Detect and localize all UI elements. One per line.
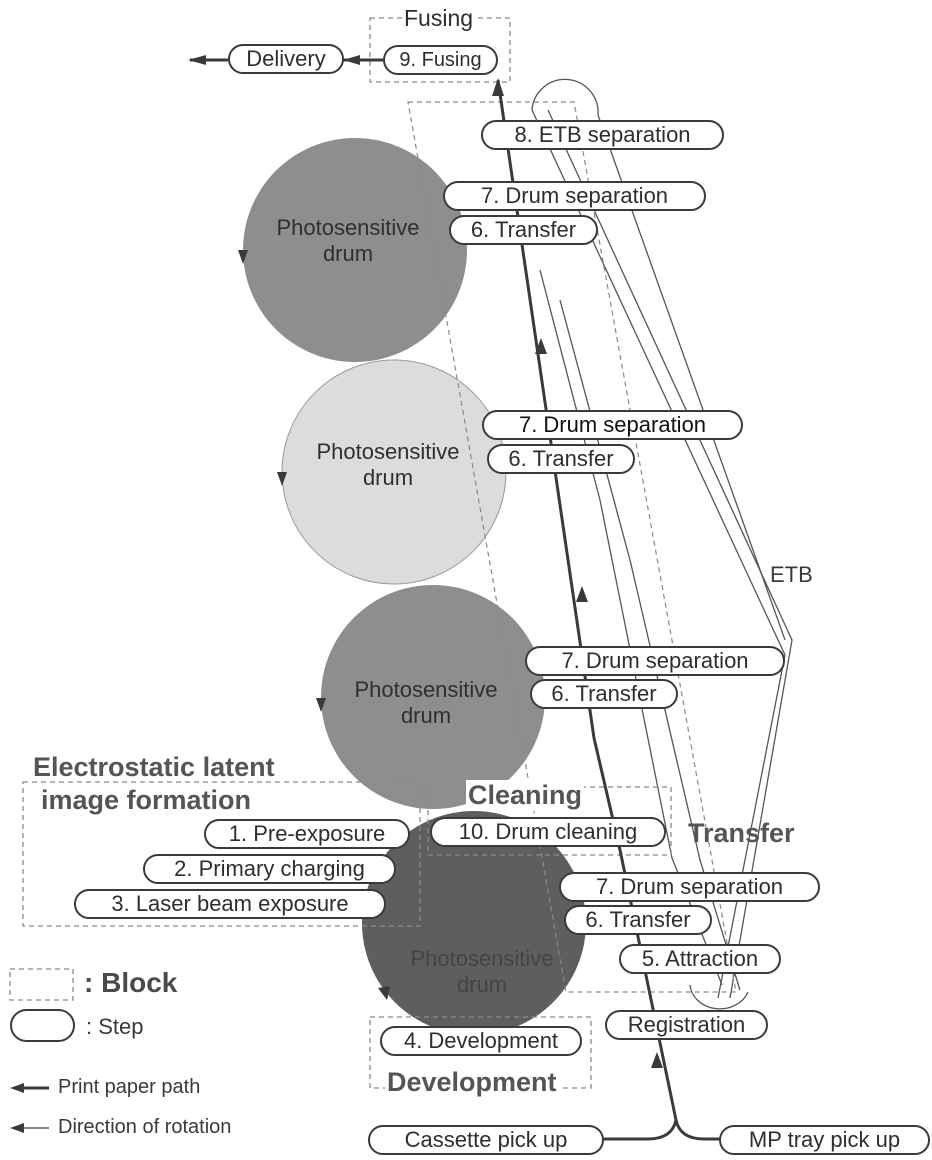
step-pre-exposure: 1. Pre-exposure — [204, 819, 410, 849]
drum-3-circle — [321, 585, 545, 809]
fusing-block-label: Fusing — [402, 5, 476, 32]
step-registration: Registration — [605, 1010, 768, 1040]
development-block-border — [369, 1016, 592, 1089]
legend-step-swatch — [10, 1009, 75, 1042]
drum-4-label: Photosensitive drum — [384, 946, 580, 998]
transfer-block-label: Transfer — [688, 818, 795, 848]
step-delivery: Delivery — [228, 44, 344, 74]
step-transfer-3: 6. Transfer — [530, 679, 678, 709]
legend-step-text: : Step — [86, 1014, 144, 1039]
step-fusing: 9. Fusing — [383, 45, 498, 75]
legend-block-swatch — [9, 968, 74, 1001]
drum-1-label-line2: drum — [322, 241, 374, 266]
cleaning-block-label: Cleaning — [466, 780, 585, 811]
legend-rotation-arrow — [10, 1123, 49, 1133]
drum-4-label-line1: Photosensitive — [410, 946, 554, 971]
rotation-arrows — [238, 250, 390, 1000]
step-drum-cleaning: 10. Drum cleaning — [430, 817, 666, 847]
step-development: 4. Development — [380, 1026, 582, 1056]
legend-rotation-text: Direction of rotation — [58, 1116, 232, 1138]
step-transfer-2: 6. Transfer — [487, 444, 635, 474]
electrostatic-block-label-2: image formation — [41, 785, 252, 815]
step-primary-charging: 2. Primary charging — [143, 854, 396, 884]
electrostatic-block-border — [22, 781, 421, 927]
drum-3-label-line1: Photosensitive — [354, 677, 498, 702]
step-transfer-1: 6. Transfer — [449, 215, 598, 245]
drum-2-label-line1: Photosensitive — [316, 439, 460, 464]
step-etb-separation: 8. ETB separation — [481, 120, 724, 150]
step-drum-separation-4: 7. Drum separation — [559, 872, 820, 902]
step-drum-separation-3: 7. Drum separation — [525, 646, 785, 676]
development-block-label: Development — [385, 1067, 559, 1098]
etb-label: ETB — [770, 562, 813, 587]
drum-2-label-line2: drum — [362, 465, 414, 490]
drum-3-label: Photosensitive drum — [328, 677, 524, 729]
step-attraction: 5. Attraction — [619, 944, 781, 974]
electrostatic-block-label-1: Electrostatic latent — [33, 752, 275, 782]
paper-path-arrows — [188, 55, 663, 1068]
step-transfer-4: 6. Transfer — [564, 905, 712, 935]
drum-4-label-line2: drum — [456, 972, 508, 997]
drum-1-label-line1: Photosensitive — [276, 215, 420, 240]
fusing-block-border — [369, 17, 511, 83]
legend-paper-arrow — [10, 1083, 49, 1093]
step-cassette-pick-up: Cassette pick up — [368, 1125, 604, 1155]
drum-1-circle — [243, 138, 467, 362]
step-laser-beam-exposure: 3. Laser beam exposure — [74, 889, 386, 919]
step-mp-tray-pick-up: MP tray pick up — [719, 1125, 930, 1155]
legend-paper-path-text: Print paper path — [58, 1076, 201, 1098]
legend-block-text: : Block — [84, 967, 178, 998]
drum-2-label: Photosensitive drum — [290, 439, 486, 491]
drum-3-label-line2: drum — [400, 703, 452, 728]
transfer-block-border — [407, 101, 737, 993]
drum-1-label: Photosensitive drum — [250, 215, 446, 267]
step-drum-separation-2: 7. Drum separation — [482, 410, 743, 440]
drum-4-circle — [362, 811, 586, 1035]
step-drum-separation-1: 7. Drum separation — [443, 181, 706, 211]
